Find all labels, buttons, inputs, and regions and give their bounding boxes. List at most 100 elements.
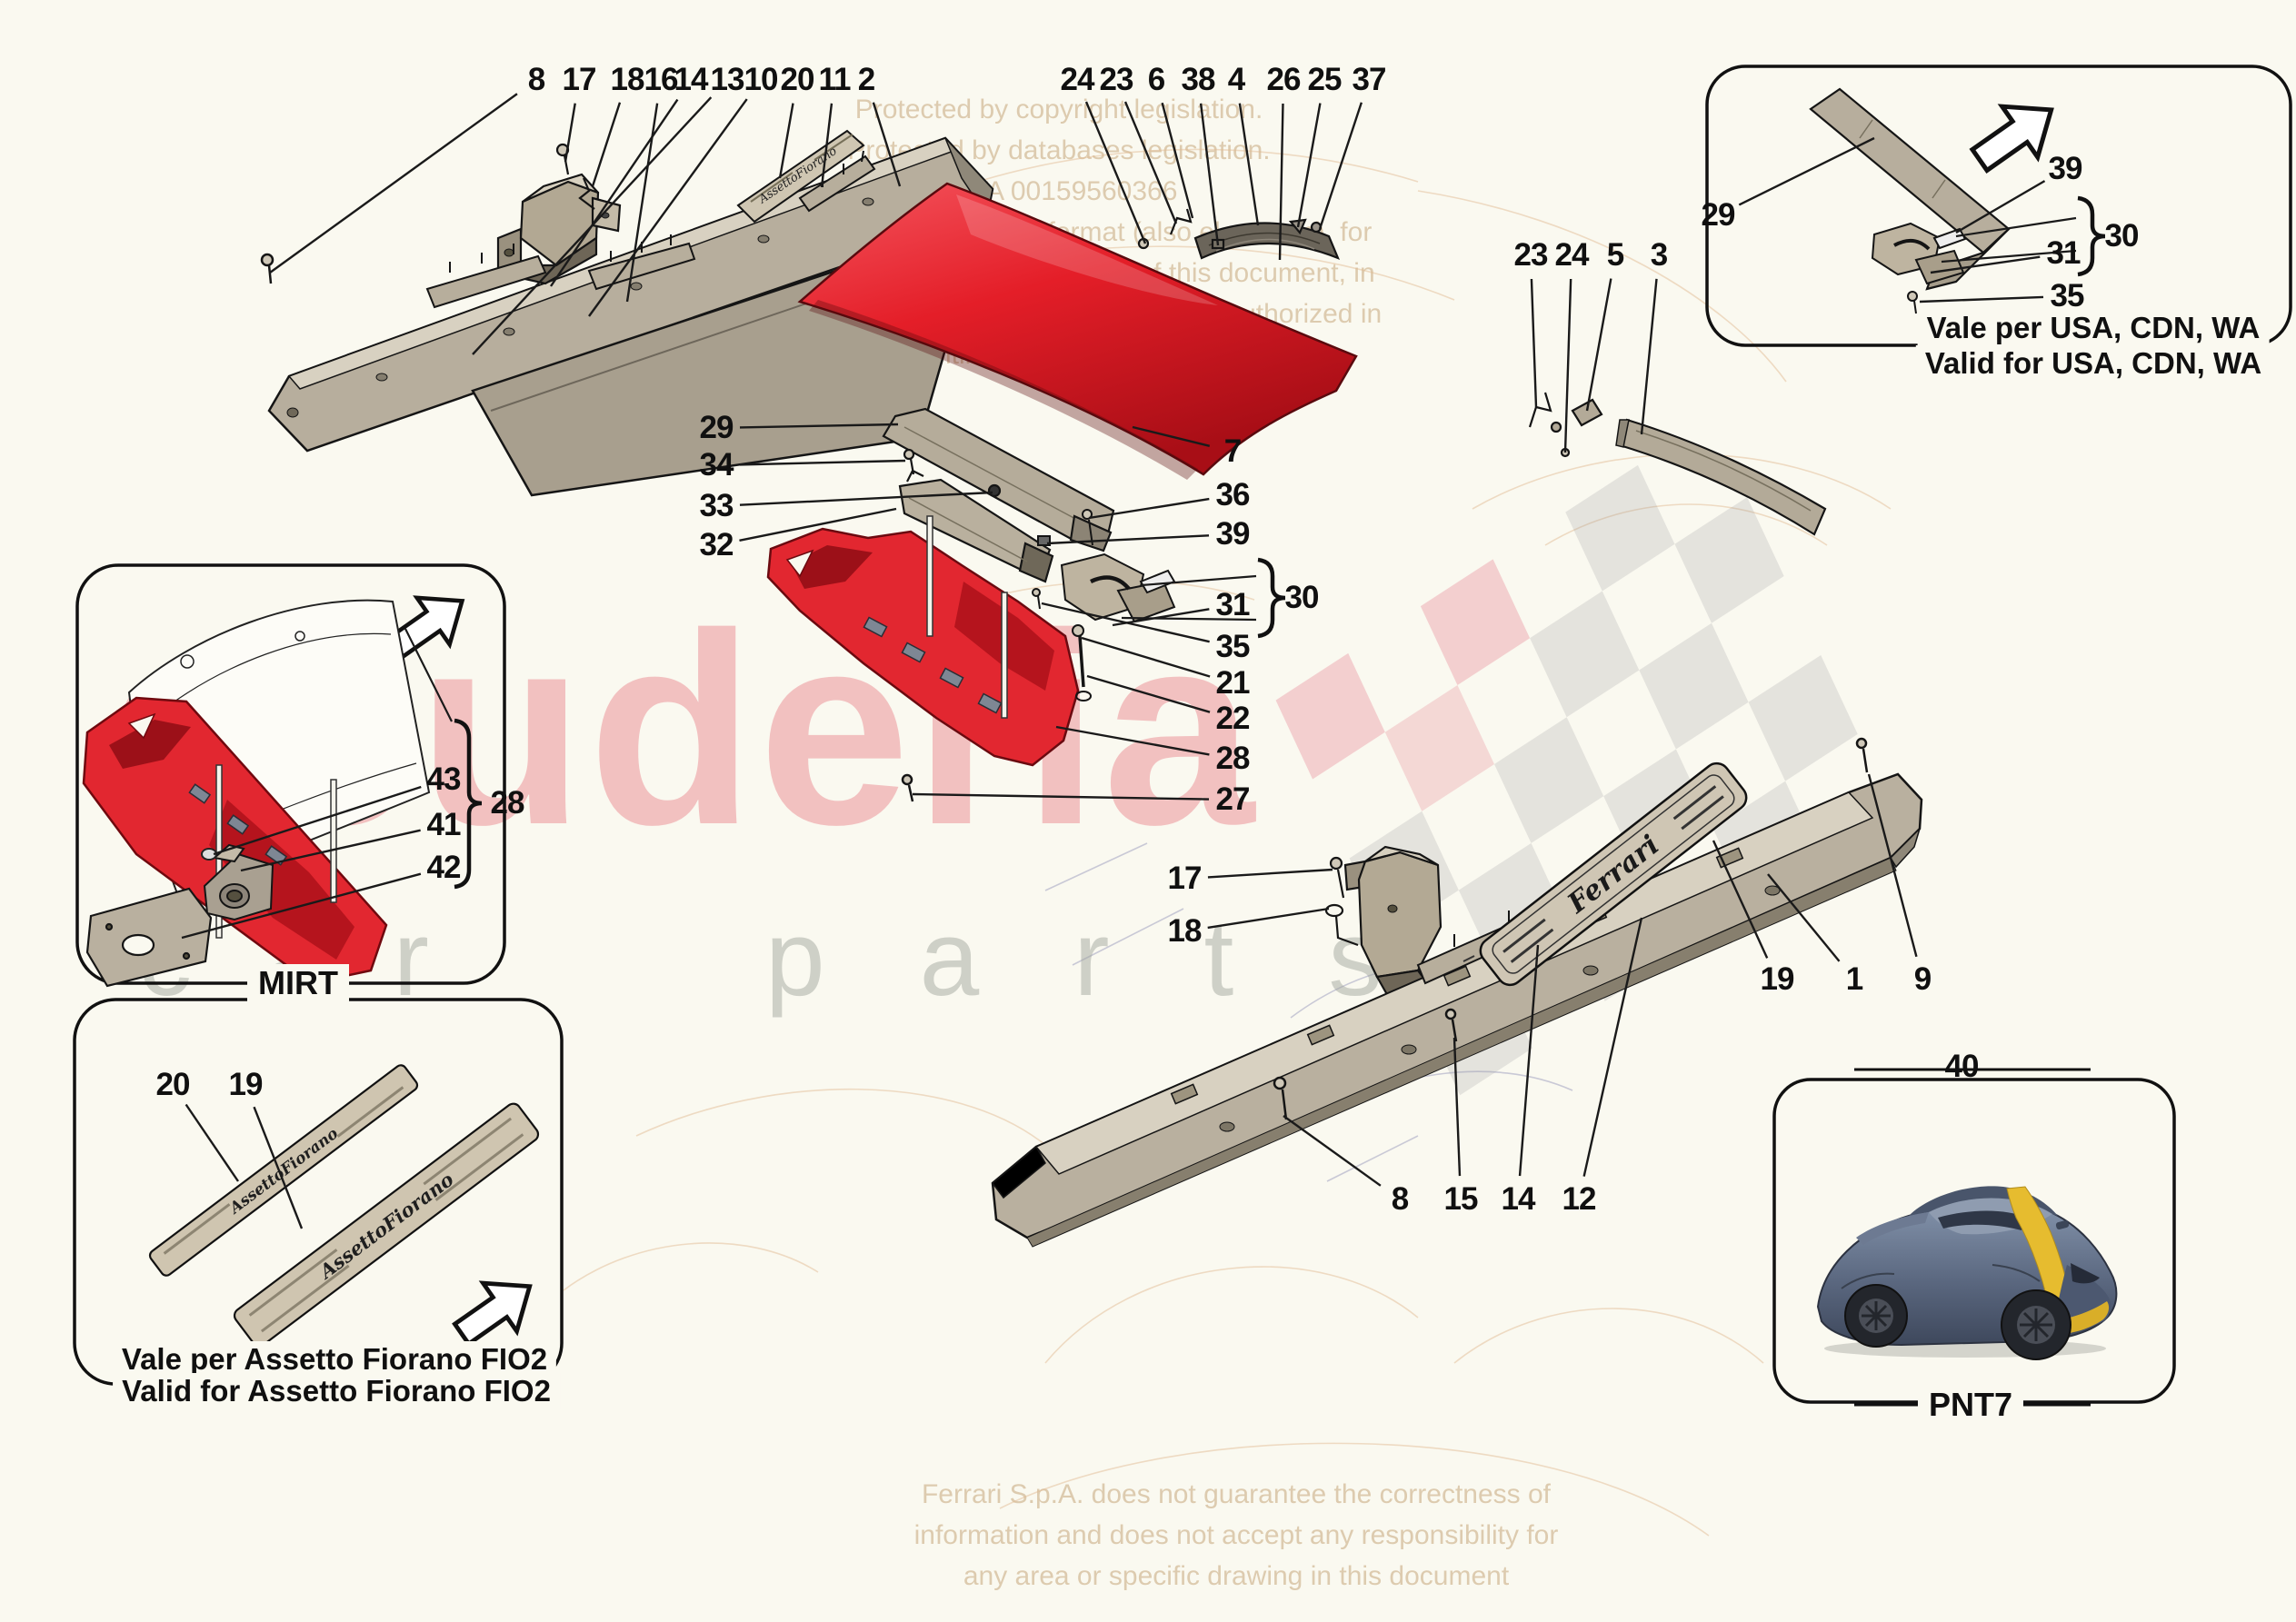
callout-29: 29 [699,410,734,445]
callout-1: 1 [1845,961,1863,997]
leader-line [1585,278,1612,412]
hook-clip-18 [578,177,595,210]
leader-line [213,785,422,856]
disclaimer-notice: Ferrari S.p.A. does not guarantee the co… [914,1474,1559,1597]
leader-line [1640,278,1658,435]
callout-36: 36 [1215,477,1251,512]
callout-5: 5 [1606,237,1624,273]
screw-27 [901,773,914,802]
outer-sill-panel-part [991,737,1923,1248]
leader-line [1738,136,1875,206]
watermark-word-parts: parts [765,899,1477,1019]
callout-14: 14 [1501,1181,1536,1217]
washer-18 [1324,903,1344,918]
clip-23 [1169,208,1193,235]
clip-rail-part [425,234,696,309]
leader-line [1086,674,1211,713]
leader-line [1767,873,1841,962]
leader-line [1278,103,1284,261]
callout-25: 25 [1307,62,1343,97]
leader-line [1161,102,1194,219]
callout-42: 42 [426,850,462,885]
callout-8: 8 [1391,1181,1409,1217]
leader-line [1530,278,1538,408]
callout-23: 23 [1099,62,1134,97]
roof-panel-part [797,182,1358,480]
leader-line [912,792,1210,801]
direction-arrow-icon [452,1280,533,1348]
leader-line [1518,944,1540,1177]
leader-line [1452,1037,1462,1177]
callout-17: 17 [562,62,597,97]
screw-8 [1273,1076,1288,1120]
callout-31: 31 [1215,587,1251,622]
roof-latch-cluster-part [1032,509,1286,702]
callout-32: 32 [699,527,734,562]
legal-line: Ferrari S.p.A. does not guarantee the co… [921,1479,1552,1509]
callout-18: 18 [610,62,645,97]
callout-15: 15 [1443,1181,1479,1217]
callout-21: 21 [1215,665,1251,701]
leader-line [1563,278,1572,453]
pnt7-label: PNT7 [1917,1386,2024,1424]
callout-24: 24 [1060,62,1095,97]
leader-line [1712,840,1769,959]
leader-line [1199,103,1220,246]
leader-line [181,872,422,940]
callout-3: 3 [1650,237,1668,273]
washer-22 [1075,691,1092,702]
leader-line [1955,180,2046,234]
camera-unit-part [203,843,275,921]
leader-line [1238,103,1260,226]
callout-35: 35 [1215,629,1251,664]
grouping-brace [454,718,483,890]
leader-line [1318,102,1363,230]
callout-24: 24 [1554,237,1590,273]
leader-line [739,423,899,429]
leader-line [1132,425,1211,447]
callout-16: 16 [644,62,679,97]
fiorano-note-line2: Valid for Assetto Fiorano FIO2 [113,1373,560,1409]
leader-line [269,93,518,274]
pnt7-inset-box [1772,1068,2176,1407]
grouping-brace [2077,195,2106,277]
screw-9 [1855,737,1869,773]
screw-34 [903,448,915,475]
callout-10: 10 [744,62,779,97]
screw-35 [1032,588,1041,610]
cover-plate-part [85,887,213,988]
direction-arrow-icon [1969,104,2054,174]
callout-30: 30 [2104,218,2140,254]
quarter-trim-strip-part [1528,392,1827,536]
callout-29: 29 [1701,197,1736,233]
leader-line [1088,497,1210,520]
callout-20: 20 [155,1067,191,1102]
callout-41: 41 [426,807,462,842]
screw-8 [260,253,275,284]
leader-line [472,96,713,355]
callout-33: 33 [699,488,734,523]
leader-line [820,103,834,188]
screw-17 [555,143,570,175]
leader-line [550,98,679,287]
leader-line [185,1103,239,1182]
leader-line [872,102,902,187]
callout-7: 7 [1223,433,1242,469]
callout-30: 30 [1284,580,1320,615]
callout-31: 31 [2046,235,2081,271]
leader-line [240,829,421,872]
latch-mechanism-part [1871,222,1967,314]
screw-17 [1329,856,1345,899]
leader-line [739,507,897,542]
guide-pin [926,515,933,637]
fiorano-inset-box: AssettoFiorano AssettoFiorano [73,998,564,1386]
leader-line [739,459,906,466]
bolt-21 [1072,624,1085,688]
callout-8: 8 [527,62,545,97]
leader-line [1055,725,1210,756]
callout-38: 38 [1181,62,1216,97]
callout-12: 12 [1562,1181,1597,1217]
callout-17: 17 [1167,861,1203,896]
legal-line: any area or specific drawing in this doc… [963,1561,1510,1591]
